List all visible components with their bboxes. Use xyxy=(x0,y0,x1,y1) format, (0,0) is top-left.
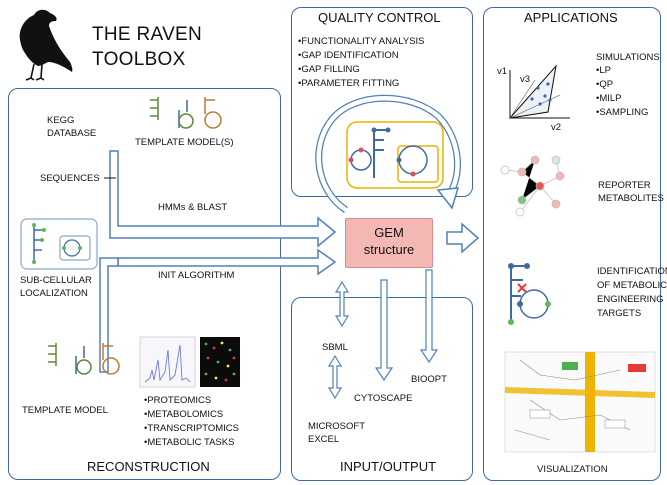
qc-network-thumbnail xyxy=(346,121,444,189)
reconstruction-arrows xyxy=(99,150,337,373)
gem-structure-label: structure xyxy=(363,242,415,257)
engineering-targets-thumbnail xyxy=(508,263,551,325)
qc-item-gap-identification: •GAP IDENTIFICATION xyxy=(298,50,399,61)
init-algorithm-label: INIT ALGORITHM xyxy=(158,270,235,281)
targets-label-3: ENGINEERING xyxy=(597,294,664,305)
cytoscape-arrow xyxy=(374,279,394,382)
omics-item-metabolic-tasks: •METABOLIC TASKS xyxy=(144,437,235,448)
subcellular-label-1: SUB-CELLULAR xyxy=(20,275,92,286)
visualization-label: VISUALIZATION xyxy=(537,464,608,475)
subcellular-label-2: LOCALIZATION xyxy=(20,288,88,299)
qc-item-gap-filling: •GAP FILLING xyxy=(298,64,360,75)
simulation-plot xyxy=(508,64,570,119)
sim-axis-v1: v1 xyxy=(497,66,508,77)
raven-icon xyxy=(19,9,73,81)
simulations-title: SIMULATIONS xyxy=(596,52,660,63)
targets-label-4: TARGETS xyxy=(597,308,642,319)
simulations-item-sampling: •SAMPLING xyxy=(596,107,649,118)
excel-label-2: EXCEL xyxy=(308,434,340,445)
omics-item-transcriptomics: •TRANSCRIPTOMICS xyxy=(144,423,239,434)
input-output-title: INPUT/OUTPUT xyxy=(340,459,437,474)
bioopt-arrow xyxy=(419,269,439,364)
sequences-label: SEQUENCES xyxy=(40,173,100,184)
simulations-item-qp: •QP xyxy=(596,79,614,90)
kegg-label-2: DATABASE xyxy=(47,128,97,139)
excel-label-1: MICROSOFT xyxy=(308,421,365,432)
template-model-label: TEMPLATE MODEL xyxy=(22,405,108,416)
subcellular-thumbnail xyxy=(20,218,98,270)
template-models-label: TEMPLATE MODEL(S) xyxy=(135,137,234,148)
toolbox-title-line1: THE RAVEN xyxy=(92,24,203,45)
cytoscape-label: CYTOSCAPE xyxy=(354,393,413,404)
kegg-label-1: KEGG xyxy=(47,115,75,126)
qc-loop-arrowhead xyxy=(436,187,460,210)
qc-item-functionality: •FUNCTIONALITY ANALYSIS xyxy=(298,36,425,47)
sbml-excel-double-arrow xyxy=(327,354,343,400)
proteomics-spectrum xyxy=(139,336,196,388)
hmms-blast-label: HMMs & BLAST xyxy=(158,202,228,213)
sbml-label: SBML xyxy=(322,342,348,353)
microarray-image xyxy=(200,337,240,387)
template-models-thumbnail xyxy=(150,97,222,129)
reporter-label-1: REPORTER xyxy=(598,180,651,191)
omics-item-metabolomics: •METABOLOMICS xyxy=(144,409,224,420)
targets-label-1: IDENTIFICATION xyxy=(597,266,667,277)
qc-item-parameter-fitting: •PARAMETER FITTING xyxy=(298,78,400,89)
applications-title: APPLICATIONS xyxy=(524,10,618,25)
template-model-thumbnail xyxy=(48,343,120,375)
sim-axis-v3: v3 xyxy=(520,74,531,85)
simulations-item-milp: •MILP xyxy=(596,93,622,104)
simulations-item-lp: •LP xyxy=(596,65,611,76)
gem-to-applications-arrow xyxy=(446,222,480,254)
reconstruction-title: RECONSTRUCTION xyxy=(87,459,210,474)
reporter-metabolites-network xyxy=(500,155,565,217)
quality-control-title: QUALITY CONTROL xyxy=(318,10,441,25)
gem-io-double-arrow xyxy=(334,280,350,328)
visualization-map xyxy=(504,351,656,453)
omics-item-proteomics: •PROTEOMICS xyxy=(144,395,212,406)
gem-label: GEM xyxy=(374,225,404,240)
qc-loop-arrow-inner xyxy=(316,96,460,212)
reconstruction-panel xyxy=(8,88,281,480)
toolbox-title-line2: TOOLBOX xyxy=(92,49,186,70)
sim-axis-v2: v2 xyxy=(551,122,562,133)
gem-structure-box: GEM structure xyxy=(345,218,433,268)
reporter-label-2: METABOLITES xyxy=(598,193,664,204)
bioopt-label: BIOOPT xyxy=(411,374,447,385)
targets-label-2: OF METABOLIC xyxy=(597,280,667,291)
